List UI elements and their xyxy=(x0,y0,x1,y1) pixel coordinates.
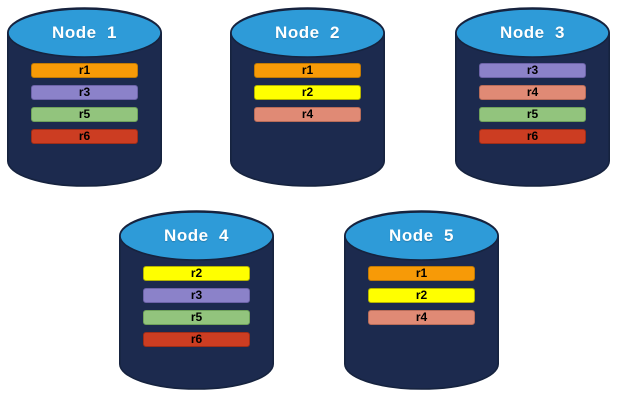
replica-list: r1 r2 r4 xyxy=(344,266,499,325)
replica-bar[interactable]: r1 xyxy=(368,266,475,281)
replica-list: r1 r3 r5 r6 xyxy=(7,63,162,144)
cylinder-top-ellipse xyxy=(7,8,162,58)
replica-bar[interactable]: r4 xyxy=(368,310,475,325)
cylinder-top-ellipse xyxy=(230,8,385,58)
replica-bar[interactable]: r3 xyxy=(31,85,138,100)
replica-list: r2 r3 r5 r6 xyxy=(119,266,274,347)
replica-bar[interactable]: r4 xyxy=(479,85,586,100)
replica-bar[interactable]: r1 xyxy=(31,63,138,78)
replica-bar[interactable]: r3 xyxy=(479,63,586,78)
replica-bar[interactable]: r3 xyxy=(143,288,250,303)
replica-bar[interactable]: r6 xyxy=(143,332,250,347)
replica-bar[interactable]: r2 xyxy=(143,266,250,281)
replica-bar[interactable]: r6 xyxy=(479,129,586,144)
cylinder-top-ellipse xyxy=(344,211,499,261)
replica-bar[interactable]: r4 xyxy=(254,107,361,122)
replica-bar[interactable]: r5 xyxy=(143,310,250,325)
replica-bar[interactable]: r6 xyxy=(31,129,138,144)
replica-bar[interactable]: r2 xyxy=(254,85,361,100)
replica-bar[interactable]: r1 xyxy=(254,63,361,78)
replica-bar[interactable]: r5 xyxy=(31,107,138,122)
replica-bar[interactable]: r5 xyxy=(479,107,586,122)
cylinder-top-ellipse xyxy=(455,8,610,58)
cylinder-top-ellipse xyxy=(119,211,274,261)
replica-list: r1 r2 r4 xyxy=(230,63,385,122)
replica-bar[interactable]: r2 xyxy=(368,288,475,303)
replica-list: r3 r4 r5 r6 xyxy=(455,63,610,144)
